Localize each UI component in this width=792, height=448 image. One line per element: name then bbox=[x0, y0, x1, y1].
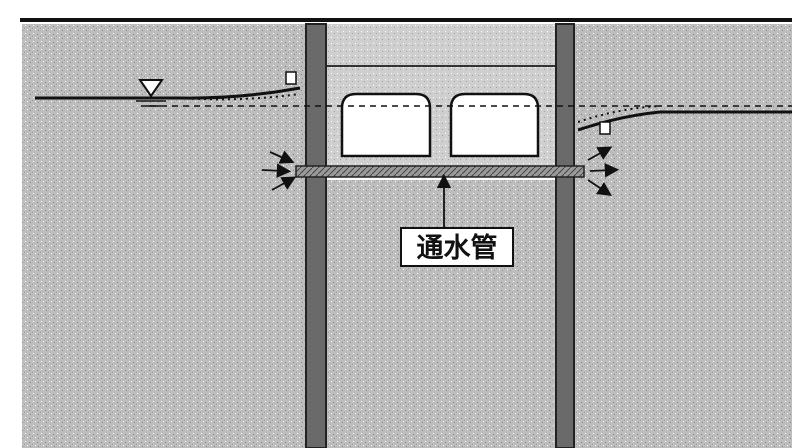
water-line-left bbox=[35, 86, 301, 100]
marker-right bbox=[599, 121, 611, 135]
sheet-pile-wall-left bbox=[305, 23, 327, 448]
water-level-symbol bbox=[136, 79, 166, 107]
sheet-pile-wall-right bbox=[555, 23, 575, 448]
pipe-label: 通水管 bbox=[417, 233, 498, 264]
water-line-left-dotted bbox=[179, 93, 301, 101]
water-line-right bbox=[577, 110, 792, 132]
box-culvert-right bbox=[449, 92, 540, 158]
box-culvert-left bbox=[340, 92, 432, 158]
water-pipe bbox=[295, 165, 585, 178]
soil-left bbox=[22, 24, 306, 448]
water-line-right-dotted bbox=[577, 105, 661, 123]
label-box bbox=[400, 227, 514, 267]
soil-right bbox=[574, 24, 792, 448]
flow-arrows-left bbox=[261, 150, 297, 191]
soil-between-upper bbox=[326, 24, 556, 70]
soil-between-lower bbox=[326, 180, 556, 448]
flow-arrows-right bbox=[587, 146, 620, 196]
marker-left bbox=[285, 71, 297, 85]
